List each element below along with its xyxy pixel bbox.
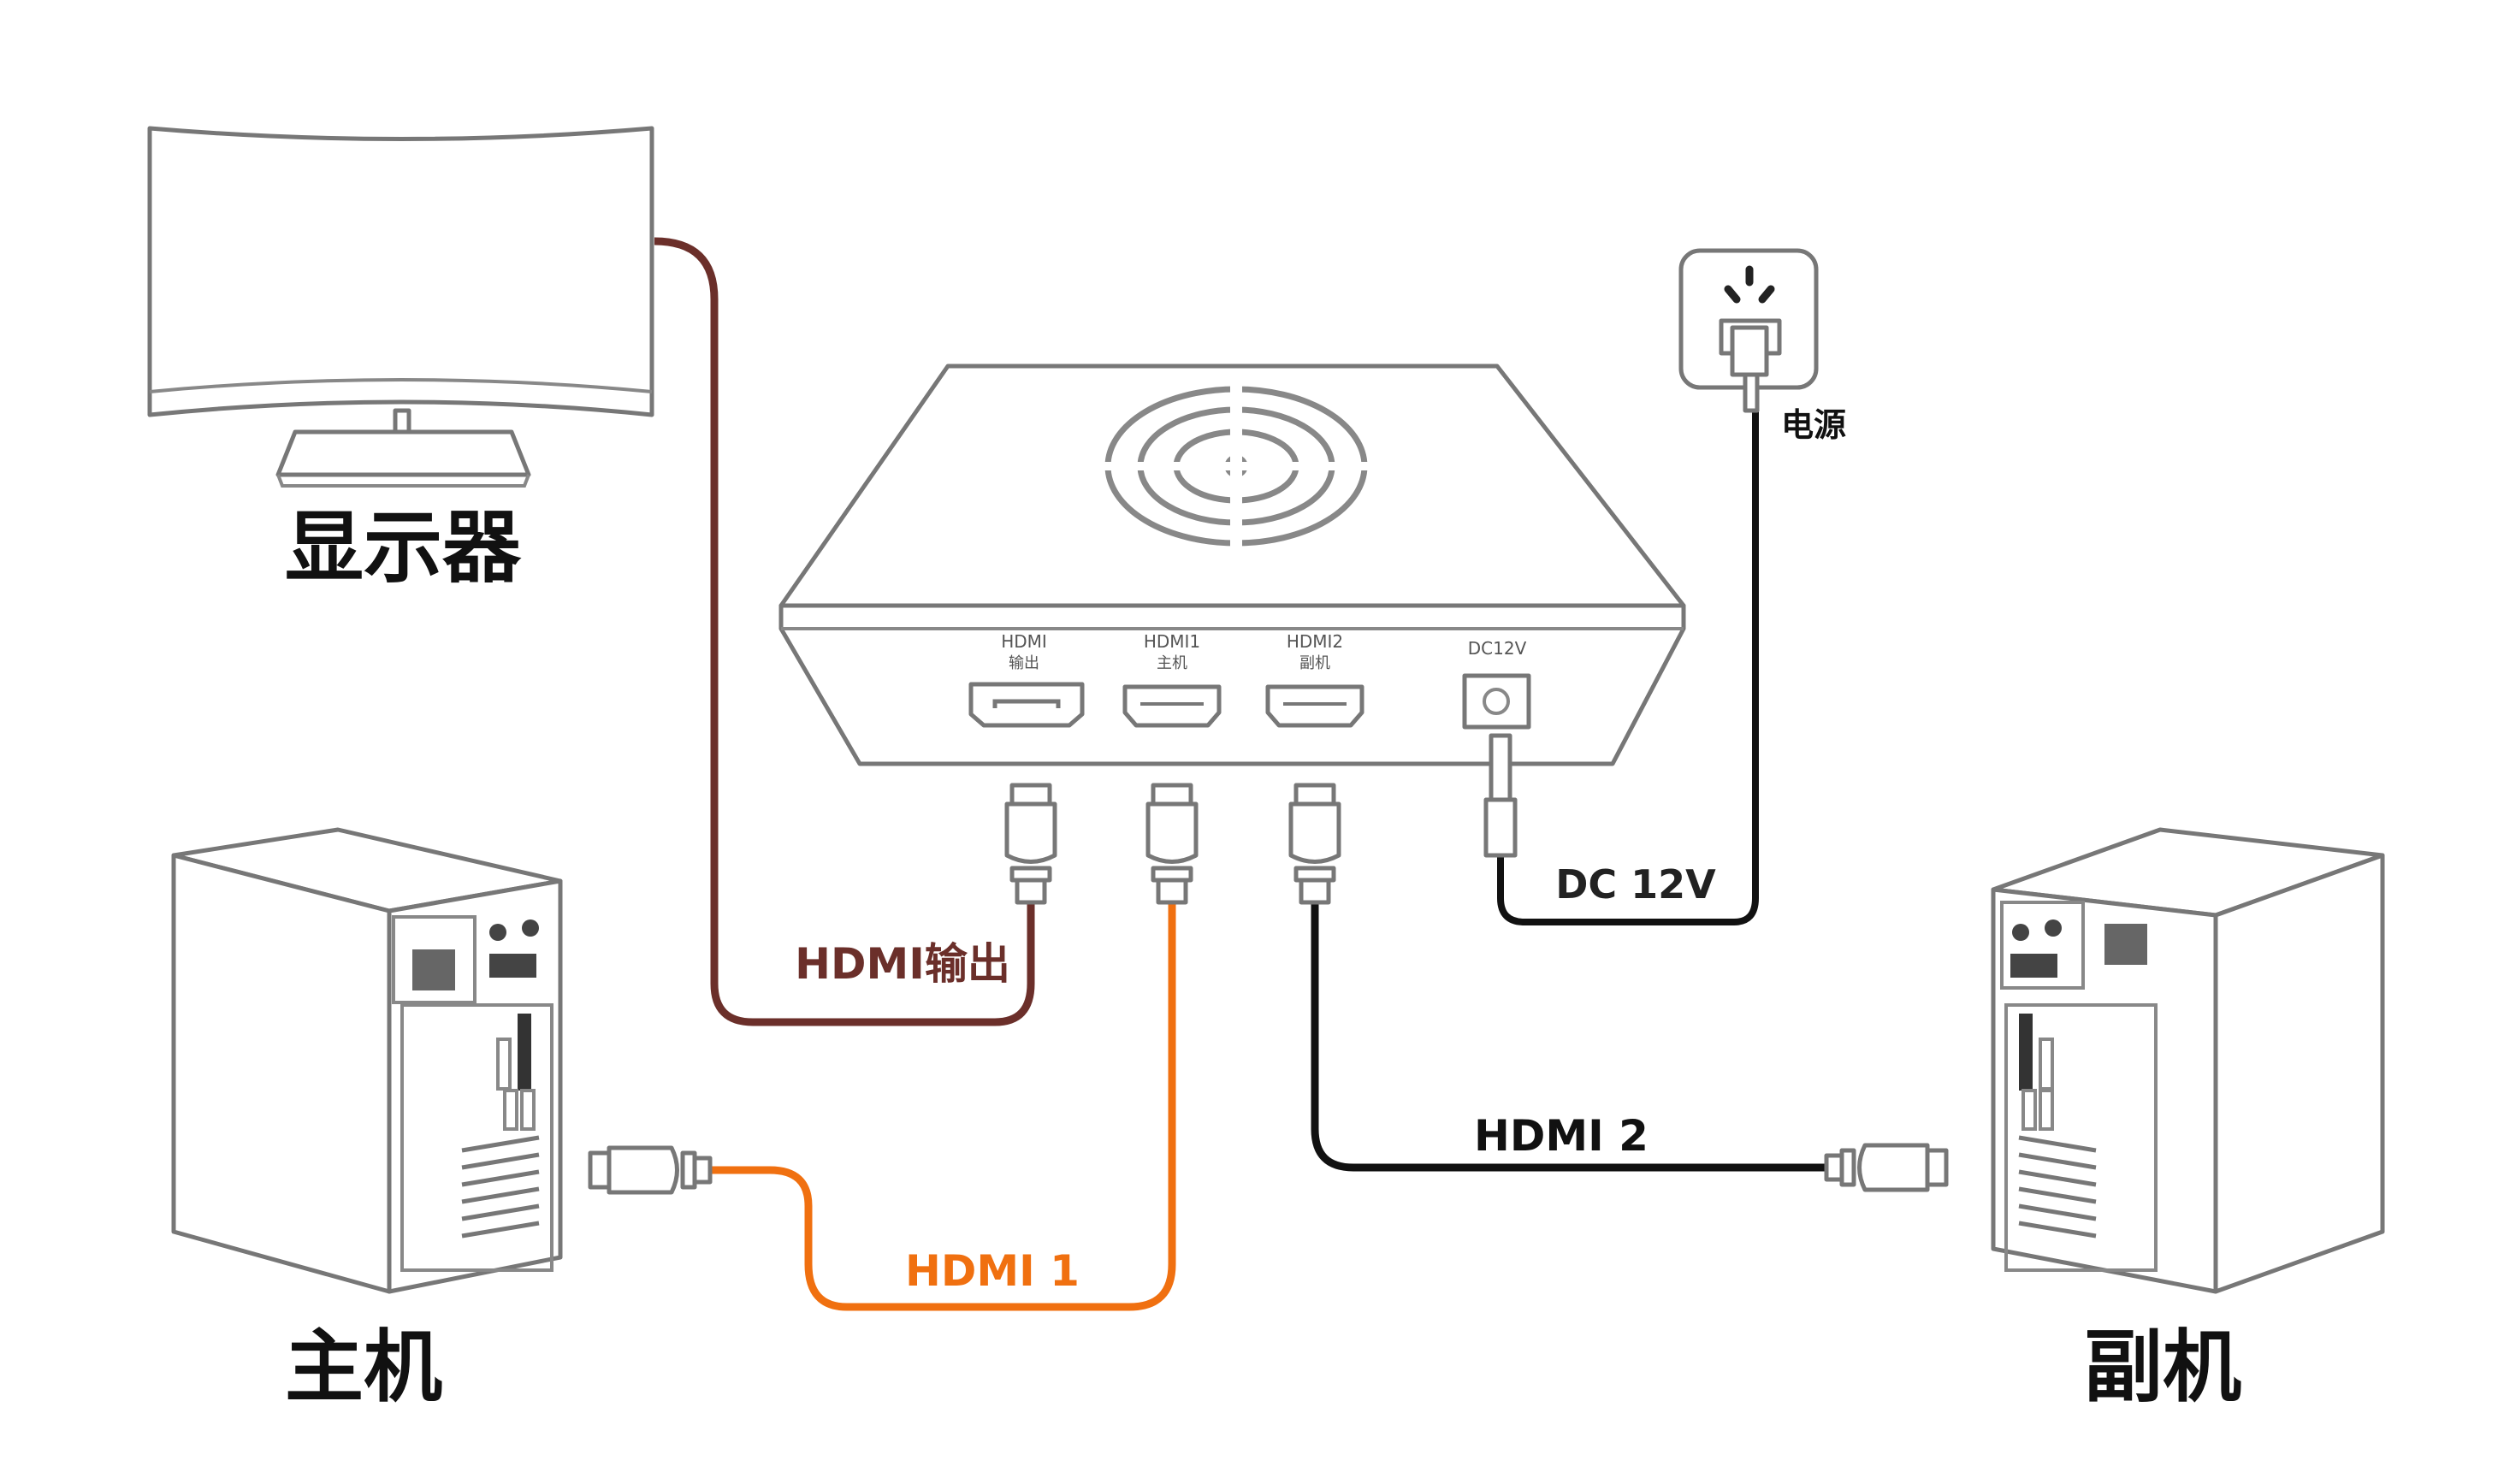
monitor-icon [147,126,654,488]
cable-hdmi-out [654,237,1035,1026]
main-pc-tower-icon [171,827,563,1294]
main-pc-label: 主机 [285,1321,442,1413]
cable-dc12v [1497,411,1759,925]
svg-text:DC12V: DC12V [1468,638,1527,659]
power-outlet-icon [1678,248,1819,413]
cable-label-hdmi2: HDMI 2 [1474,1111,1649,1161]
svg-text:主机: 主机 [1157,654,1187,672]
port-dc12v: DC12V [1462,638,1531,730]
port-hdmi2: HDMI2 副机 [1265,631,1364,728]
secondary-pc-tower-icon [1991,827,2385,1294]
svg-text:HDMI1: HDMI1 [1144,631,1200,652]
hdmi-switch-icon [778,364,1686,766]
secondary-pc-label: 副机 [2084,1321,2241,1413]
svg-text:HDMI2: HDMI2 [1287,631,1343,652]
hdmi-connector-icon [1824,1143,1949,1192]
cable-label-dc12v: DC 12V [1555,861,1716,908]
port-hdmi1: HDMI1 主机 [1122,631,1222,728]
cable-label-hdmi1: HDMI 1 [905,1246,1080,1296]
hdmi-connector-icon [588,1145,713,1195]
svg-text:输出: 输出 [1009,654,1039,672]
cable-label-hdmi-out: HDMI输出 [795,939,1010,989]
monitor-label: 显示器 [285,502,522,594]
fan-vent-icon [1099,379,1373,553]
hdmi-connector-icon [1288,783,1341,905]
svg-text:副机: 副机 [1299,654,1330,672]
svg-text:HDMI: HDMI [1001,631,1047,652]
hdmi-connector-icon [1004,783,1057,905]
cable-hdmi2 [1311,902,1831,1172]
port-hdmi-out: HDMI 输出 [968,631,1085,728]
cable-hdmi1 [710,902,1176,1311]
dc-plug-icon [1483,733,1518,858]
power-label: 电源 [1781,406,1846,444]
hdmi-connector-icon [1145,783,1199,905]
